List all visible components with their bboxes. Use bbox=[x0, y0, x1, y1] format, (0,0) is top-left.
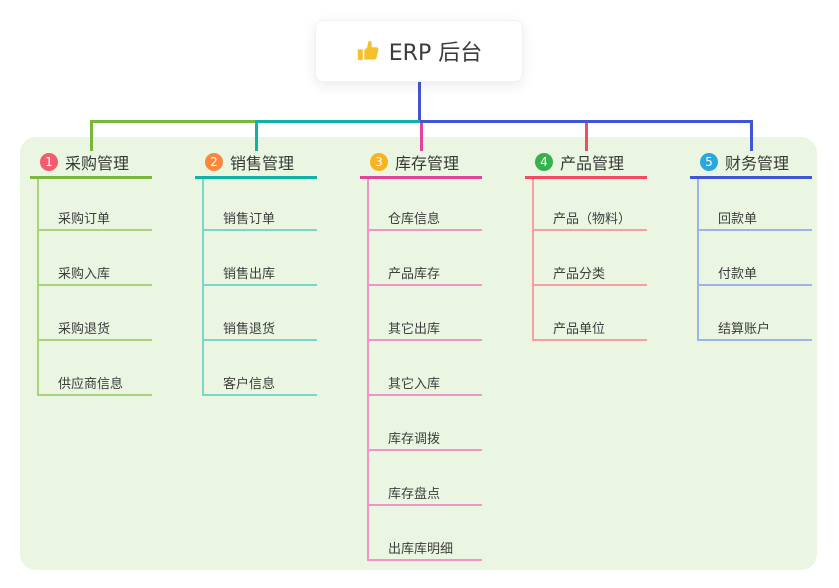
child-node[interactable]: 结算账户 bbox=[718, 322, 771, 337]
child-node[interactable]: 供应商信息 bbox=[58, 377, 124, 392]
branches-panel bbox=[20, 137, 817, 570]
child-underline bbox=[202, 339, 317, 341]
child-underline bbox=[367, 284, 482, 286]
child-node[interactable]: 出库库明细 bbox=[388, 542, 454, 557]
branch-underline bbox=[30, 176, 152, 179]
branch-underline bbox=[195, 176, 317, 179]
branch-node[interactable]: 2 销售管理 bbox=[195, 148, 327, 176]
child-underline bbox=[532, 284, 647, 286]
child-node[interactable]: 产品分类 bbox=[553, 267, 606, 282]
branch-title: 采购管理 bbox=[65, 154, 130, 173]
child-underline bbox=[697, 229, 812, 231]
branch-underline bbox=[525, 176, 647, 179]
connector-drop-line bbox=[254, 123, 258, 151]
branch-node[interactable]: 5 财务管理 bbox=[690, 148, 822, 176]
child-underline bbox=[697, 339, 812, 341]
branch-spine-line bbox=[202, 179, 204, 396]
branch-underline bbox=[690, 176, 812, 179]
child-node[interactable]: 付款单 bbox=[718, 267, 758, 282]
connector-segment-teal bbox=[254, 120, 420, 123]
branch-title: 产品管理 bbox=[560, 154, 625, 173]
connector-drop-line bbox=[419, 123, 423, 151]
child-node[interactable]: 采购订单 bbox=[58, 212, 111, 227]
child-underline bbox=[367, 229, 482, 231]
child-underline bbox=[37, 339, 152, 341]
child-underline bbox=[37, 229, 152, 231]
connector-segment-green bbox=[89, 120, 255, 123]
branch-spine-line bbox=[367, 179, 369, 561]
root-node[interactable]: ERP 后台 bbox=[315, 20, 523, 82]
branch-node[interactable]: 4 产品管理 bbox=[525, 148, 657, 176]
branch-title: 库存管理 bbox=[395, 154, 460, 173]
branch-spine-line bbox=[697, 179, 699, 341]
root-title: ERP 后台 bbox=[388, 41, 483, 66]
child-underline bbox=[367, 339, 482, 341]
child-node[interactable]: 回款单 bbox=[718, 212, 758, 227]
child-node[interactable]: 库存调拨 bbox=[388, 432, 441, 447]
child-node[interactable]: 销售出库 bbox=[223, 267, 276, 282]
child-underline bbox=[37, 394, 152, 396]
child-underline bbox=[367, 504, 482, 506]
child-node[interactable]: 销售退货 bbox=[223, 322, 276, 337]
child-node[interactable]: 库存盘点 bbox=[388, 487, 441, 502]
child-underline bbox=[367, 559, 482, 561]
child-node[interactable]: 产品（物料） bbox=[553, 212, 632, 227]
branch-number-badge: 1 bbox=[40, 153, 58, 171]
branch-spine-line bbox=[532, 179, 534, 341]
connector-drop-line bbox=[89, 123, 93, 151]
child-node[interactable]: 其它入库 bbox=[388, 377, 441, 392]
branch-number-badge: 4 bbox=[535, 153, 553, 171]
child-underline bbox=[202, 394, 317, 396]
child-underline bbox=[37, 284, 152, 286]
child-node[interactable]: 采购退货 bbox=[58, 322, 111, 337]
child-node[interactable]: 销售订单 bbox=[223, 212, 276, 227]
child-node[interactable]: 其它出库 bbox=[388, 322, 441, 337]
connector-drop-line bbox=[749, 123, 753, 151]
child-underline bbox=[202, 229, 317, 231]
child-underline bbox=[367, 449, 482, 451]
thumbs-up-icon bbox=[356, 39, 380, 63]
child-node[interactable]: 仓库信息 bbox=[388, 212, 441, 227]
branch-node[interactable]: 1 采购管理 bbox=[30, 148, 162, 176]
branch-node[interactable]: 3 库存管理 bbox=[360, 148, 492, 176]
branch-title: 销售管理 bbox=[230, 154, 295, 173]
child-underline bbox=[532, 339, 647, 341]
connector-drop-line bbox=[584, 123, 588, 151]
branch-number-badge: 5 bbox=[700, 153, 718, 171]
branch-underline bbox=[360, 176, 482, 179]
branch-spine-line bbox=[37, 179, 39, 396]
child-underline bbox=[532, 229, 647, 231]
branch-number-badge: 3 bbox=[370, 153, 388, 171]
root-stem-line bbox=[417, 82, 421, 120]
branch-title: 财务管理 bbox=[725, 154, 790, 173]
child-underline bbox=[367, 394, 482, 396]
branch-number-badge: 2 bbox=[205, 153, 223, 171]
child-underline bbox=[697, 284, 812, 286]
child-node[interactable]: 采购入库 bbox=[58, 267, 111, 282]
connector-segment-blue bbox=[419, 120, 753, 123]
child-underline bbox=[202, 284, 317, 286]
child-node[interactable]: 产品库存 bbox=[388, 267, 441, 282]
child-node[interactable]: 客户信息 bbox=[223, 377, 276, 392]
child-node[interactable]: 产品单位 bbox=[553, 322, 606, 337]
